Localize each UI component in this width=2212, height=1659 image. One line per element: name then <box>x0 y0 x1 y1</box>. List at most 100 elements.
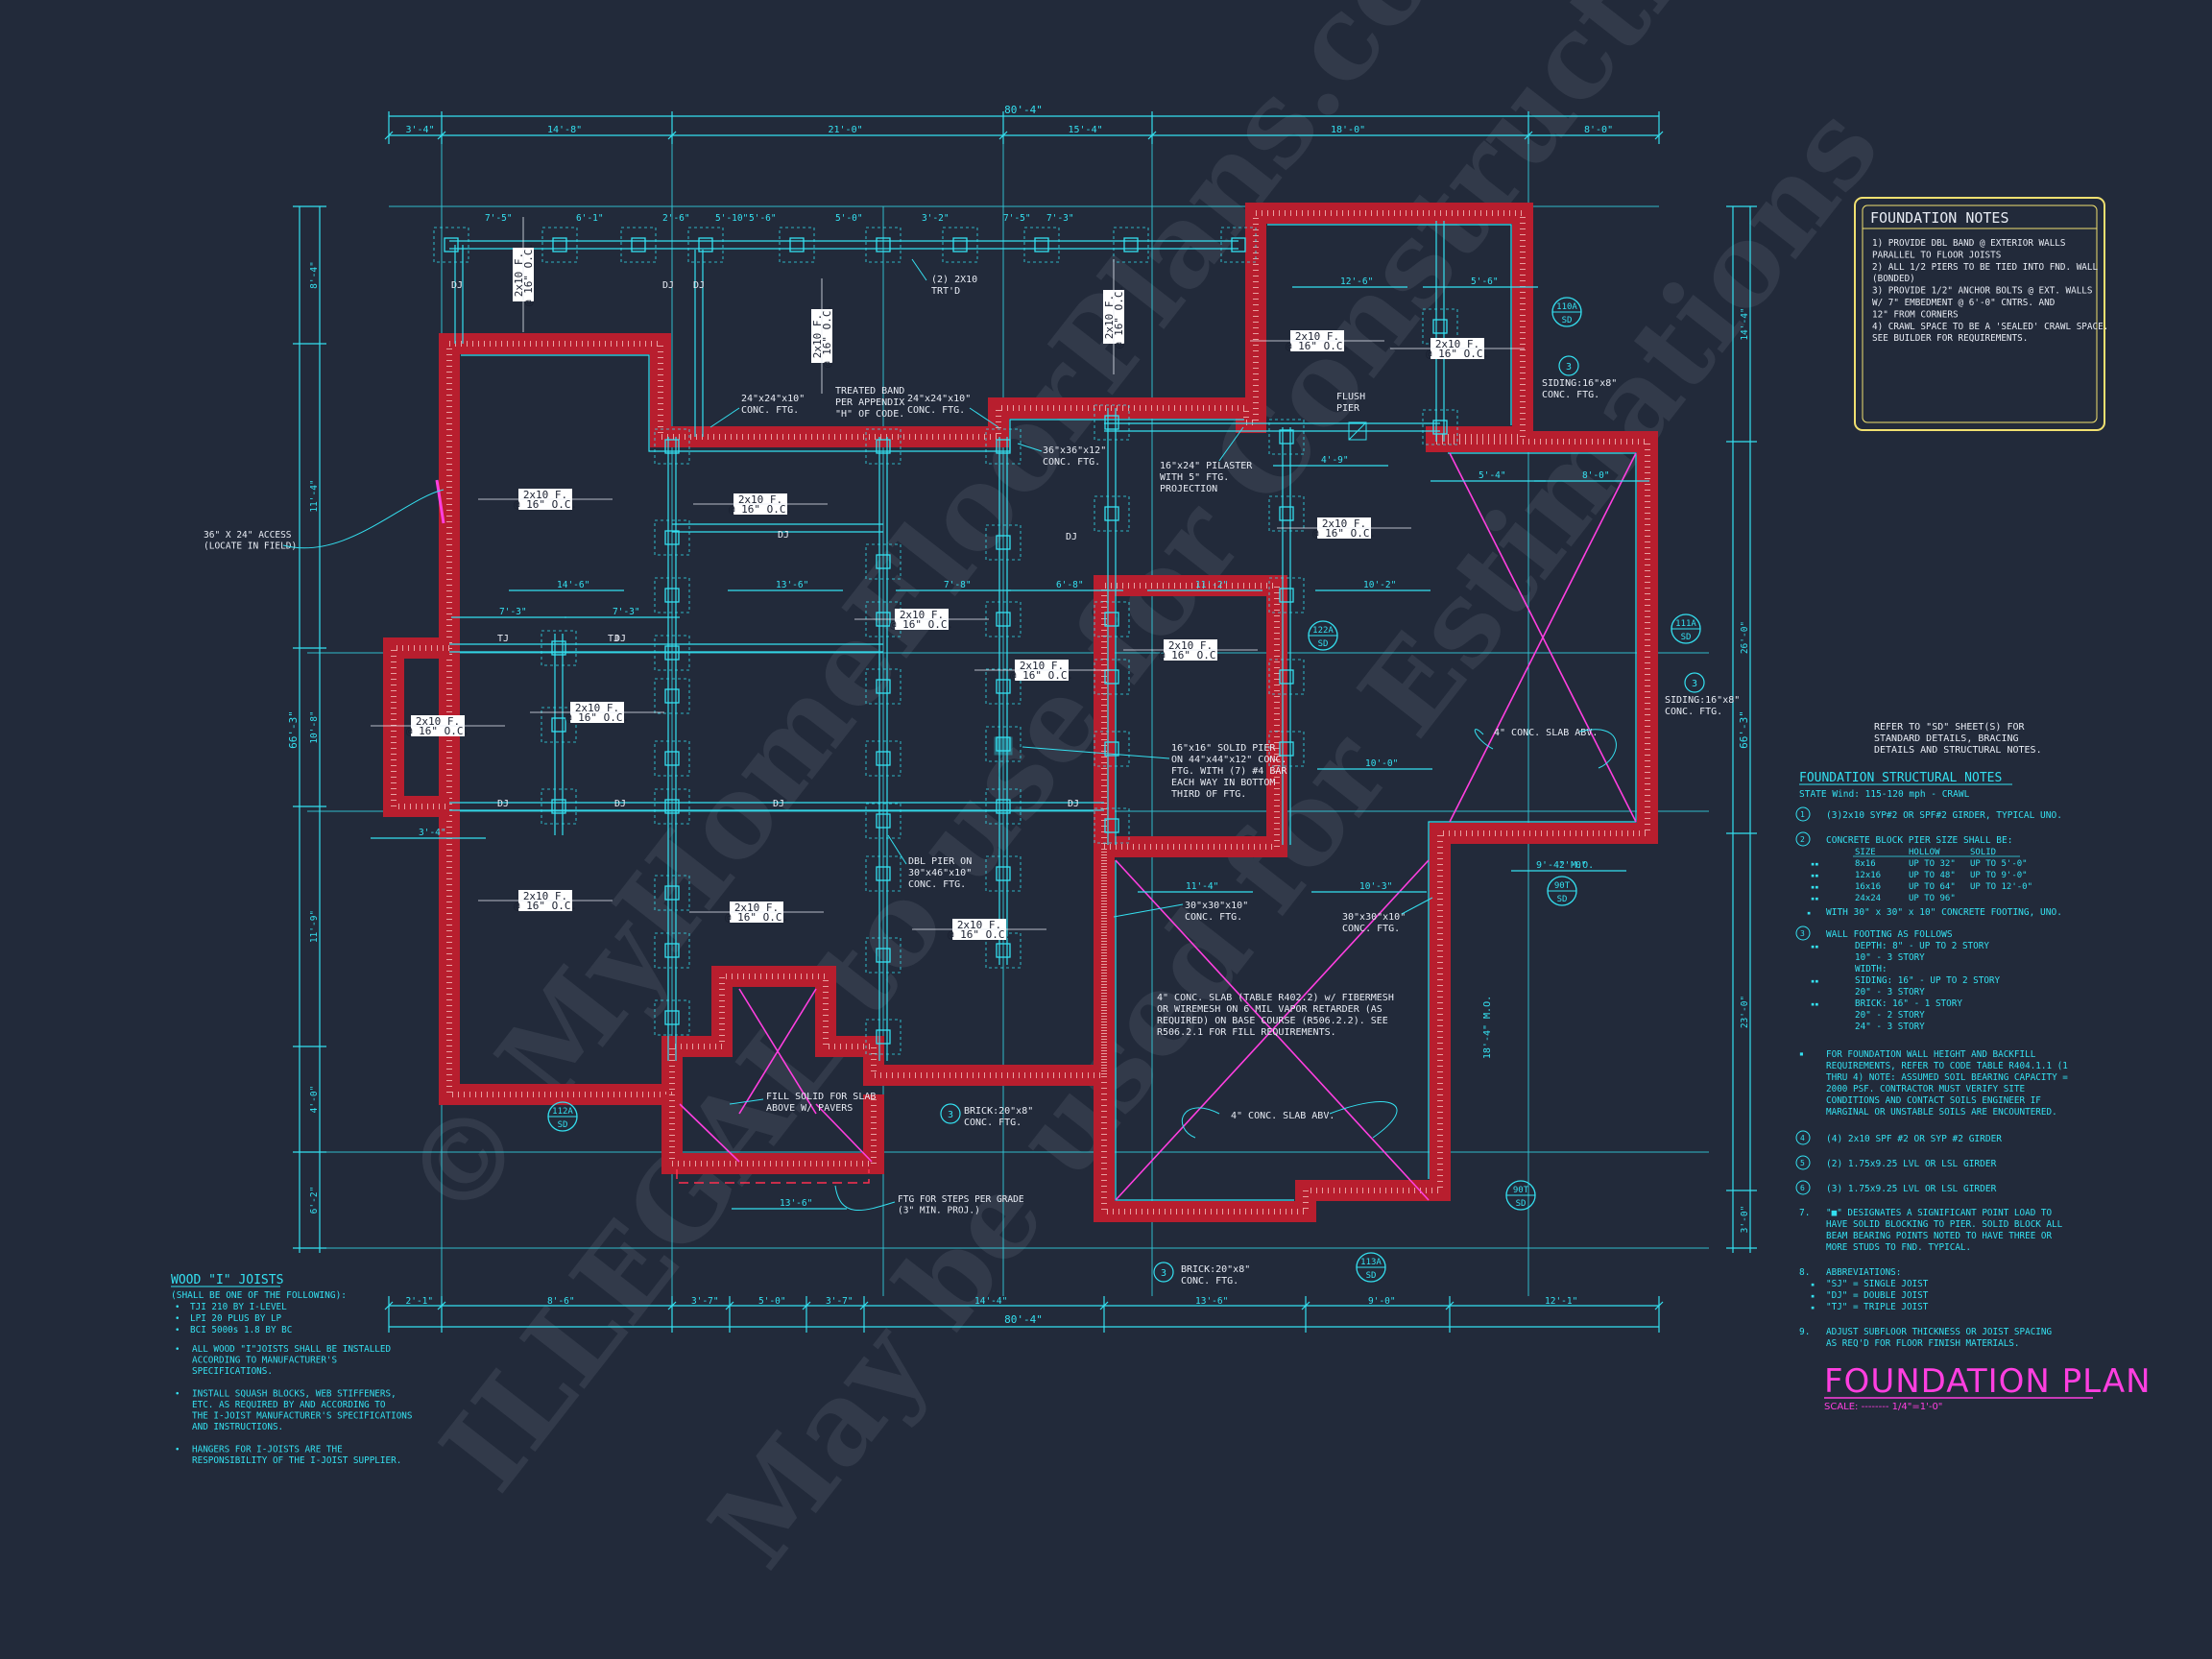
pier-footing <box>541 630 577 666</box>
foundation-note-line: 4) CRAWL SPACE TO BE A 'SEALED' CRAWL SP… <box>1872 322 2108 332</box>
mo-label-vertical: 18'-4" M.O. <box>1482 996 1493 1059</box>
brick-label-1: BRICK:20"x8"CONC. FTG. <box>964 1106 1033 1128</box>
svg-text:111A: 111A <box>1675 619 1696 629</box>
footing-width: 24" - 3 STORY <box>1855 1022 1925 1032</box>
note-number: 5 <box>1800 1159 1805 1167</box>
svg-text:@ 16" O.C.: @ 16" O.C. <box>725 911 788 924</box>
pier-table-cell: UP TO 48" <box>1909 871 1956 880</box>
note-number: 7. <box>1799 1208 1810 1218</box>
pier <box>551 640 566 656</box>
pier-table-cell: UP TO 96" <box>1909 894 1956 903</box>
pier-footing <box>865 543 902 580</box>
foundation-note-line: W/ 7" EMBEDMENT @ 6'-0" CNTRS. AND <box>1872 298 2056 308</box>
pier-footing <box>541 788 577 825</box>
svg-text:4" CONC. SLAB ABV.: 4" CONC. SLAB ABV. <box>1494 728 1598 738</box>
pier <box>996 535 1011 550</box>
note-number: 9. <box>1799 1327 1810 1337</box>
svg-text:30"x30"x10"CONC. FTG.: 30"x30"x10"CONC. FTG. <box>1342 912 1406 934</box>
structural-notes: FOUNDATION STRUCTURAL NOTES STATE Wind: … <box>1795 771 2068 1349</box>
svg-text:@ 16" O.C.: @ 16" O.C. <box>729 503 792 516</box>
dim-bottom-segment: 9'-0" <box>1368 1296 1396 1307</box>
note-number: 8. <box>1799 1267 1810 1278</box>
note-number: 2 <box>1800 835 1805 844</box>
pier-table-cell: UP TO 9'-0" <box>1970 871 2028 880</box>
joist-type: LPI 20 PLUS BY LP <box>190 1313 282 1324</box>
pier <box>876 1029 891 1045</box>
footing-depth: DEPTH: 8" - UP TO 2 STORY <box>1855 941 1989 951</box>
pier-footing <box>1268 659 1305 695</box>
joist-tag: 2x10 F.@ 16" O.C. <box>1103 285 1125 349</box>
pier-footing <box>1094 404 1130 441</box>
bullet: ▪ <box>1811 1304 1815 1311</box>
interior-dimensions: 14'-6"13'-6"7'-8"6'-8"11'-2"10'-2"10'-0"… <box>371 276 1649 1210</box>
pier-footing <box>865 937 902 974</box>
siding-label-2: SIDING:16"x8"CONC. FTG. <box>1665 695 1740 717</box>
dim-top-subsegment: 7'-5" <box>485 213 513 224</box>
joist-tag: 2x10 F.@ 16" O.C. <box>811 304 833 368</box>
interior-dimension: 10'-2" <box>1363 580 1396 590</box>
bullet: ▪▪ <box>1811 895 1818 902</box>
svg-text:@ 16" O.C.: @ 16" O.C. <box>406 725 469 737</box>
footing-30-label-b: 30"x30"x10"CONC. FTG. <box>1342 897 1433 934</box>
pier-footing <box>1268 495 1305 532</box>
pier-table-cell: UP TO 32" <box>1909 859 1956 869</box>
pier <box>876 679 891 694</box>
svg-text:2x10 F.: 2x10 F. <box>1020 660 1064 672</box>
pier-footing <box>541 707 577 743</box>
dj-label: DJ <box>778 530 789 541</box>
pier-footing <box>985 855 1022 892</box>
joist-type: TJI 210 BY I-LEVEL <box>190 1302 287 1312</box>
footing-24-label-a: 24"x24"x10"CONC. FTG. <box>709 394 805 428</box>
svg-text:SD: SD <box>1557 895 1568 904</box>
pier-footing <box>654 428 690 465</box>
pier-footing <box>865 668 902 705</box>
pier <box>1432 420 1448 435</box>
bullet: • <box>175 1326 180 1335</box>
joist-tag: 2x10 F.@ 16" O.C. <box>406 715 469 737</box>
structural-note: (4) 2x10 SPF #2 OR SYP #2 GIRDER <box>1826 1134 2002 1144</box>
abbreviation: "DJ" = DOUBLE JOIST <box>1826 1290 1929 1301</box>
svg-text:2x10 F.: 2x10 F. <box>738 493 782 506</box>
pier-footing <box>865 803 902 839</box>
svg-text:SD: SD <box>1562 316 1573 325</box>
pier <box>664 885 680 901</box>
pier <box>1279 669 1294 685</box>
svg-text:@ 16" O.C.: @ 16" O.C. <box>1312 527 1376 540</box>
dim-top-subsegment: 3'-2" <box>922 213 950 224</box>
svg-text:24"x24"x10"CONC. FTG.: 24"x24"x10"CONC. FTG. <box>907 394 971 416</box>
pier <box>952 237 968 252</box>
structural-note: (3)2x10 SYP#2 OR SPF#2 GIRDER, TYPICAL U… <box>1826 810 2062 821</box>
svg-text:@ 16" O.C.: @ 16" O.C. <box>821 304 833 368</box>
joist-tag: 2x10 F.@ 16" O.C. <box>565 702 629 724</box>
interior-dimension: 4'-9" <box>1321 455 1349 466</box>
abbreviation: "SJ" = SINGLE JOIST <box>1826 1279 1929 1289</box>
svg-text:113A: 113A <box>1360 1258 1382 1267</box>
pier <box>698 237 713 252</box>
svg-text:BRICK:20"x8"CONC. FTG.: BRICK:20"x8"CONC. FTG. <box>964 1106 1033 1128</box>
joist-tag: 2x10 F.@ 16" O.C. <box>1010 660 1073 682</box>
joist-note-line: RESPONSIBILITY OF THE I-JOIST SUPPLIER. <box>192 1455 401 1466</box>
pier-footing <box>985 428 1022 465</box>
interior-dimension: 10'-0" <box>1365 758 1398 769</box>
drawing-scale: SCALE: -------- 1/4"=1'-0" <box>1824 1402 1942 1412</box>
interior-dimension: 8'-0" <box>1582 470 1610 481</box>
foundation-note-line: 1) PROVIDE DBL BAND @ EXTERIOR WALLS <box>1872 238 2066 249</box>
interior-dimension: 6'-8" <box>1056 580 1084 590</box>
pier-footing <box>779 227 815 263</box>
dj-label: DJ <box>1066 532 1077 542</box>
joist-note-line: ETC. AS REQUIRED BY AND ACCORDING TO <box>192 1400 386 1410</box>
structural-note-line: MORE STUDS TO FND. TYPICAL. <box>1826 1242 1971 1253</box>
svg-text:@ 16" O.C.: @ 16" O.C. <box>1286 340 1349 352</box>
pier <box>664 799 680 814</box>
pier <box>876 948 891 963</box>
pier-footing <box>1268 419 1305 455</box>
plan-labels: 36" X 24" ACCESS(LOCATE IN FIELD) TREATE… <box>204 258 1740 1286</box>
pier <box>1279 429 1294 445</box>
dim-bottom-total: 80'-4" <box>1004 1313 1043 1326</box>
dim-top-subsegment: 7'-5" <box>1003 213 1031 224</box>
